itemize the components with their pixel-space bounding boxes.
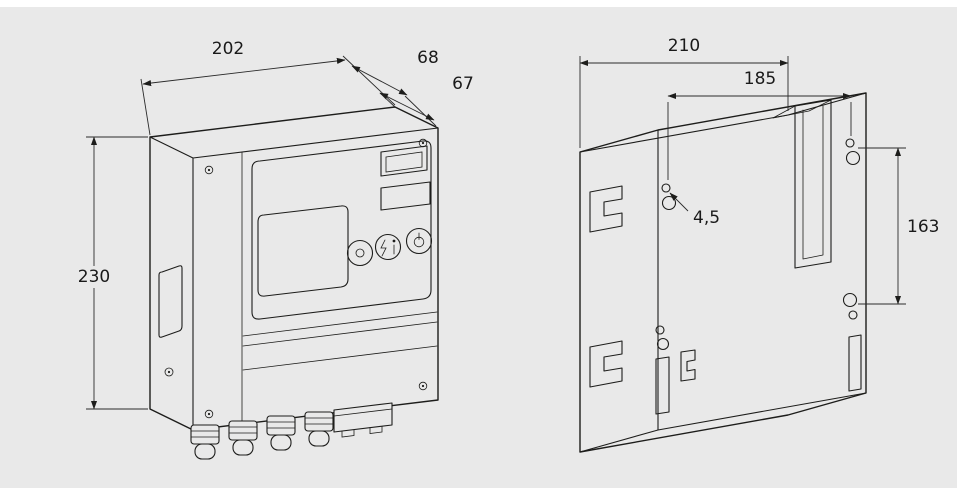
back-view: 210 185 163 4,5 <box>579 36 939 453</box>
hook-tab <box>680 349 696 382</box>
flash-info-icon <box>380 239 396 257</box>
status-display-window <box>385 151 423 173</box>
bottom-margin-band <box>0 488 957 500</box>
dimension-hole-spacing-vertical: 163 <box>858 147 939 305</box>
mounting-clip-top <box>589 185 623 233</box>
corner-screws <box>204 138 428 419</box>
dim-depth-outer-label: 68 <box>417 48 439 68</box>
cable-gland <box>190 424 220 460</box>
leader-line <box>669 192 689 212</box>
dim-depth-housing-label: 67 <box>452 74 474 94</box>
lcd-display <box>257 205 349 297</box>
power-icon <box>413 232 425 248</box>
side-label-slot <box>158 265 183 338</box>
dimension-overall-width: 210 <box>579 36 789 148</box>
front-view: 230 202 68 67 <box>71 39 474 460</box>
mounting-hole-small <box>848 310 858 320</box>
mounting-hole-large <box>842 292 858 308</box>
mounting-hole-large <box>845 150 861 166</box>
cable-gland <box>266 415 296 451</box>
corner-screw <box>204 409 214 419</box>
power-button <box>405 227 433 255</box>
type-label-window <box>380 181 431 211</box>
top-margin-band <box>0 0 957 7</box>
mounting-clip-bottom <box>589 340 623 388</box>
conduit-block <box>333 402 393 438</box>
mounting-hole-small <box>655 325 665 335</box>
control-panel <box>251 140 432 320</box>
mounting-hole-small <box>661 183 671 193</box>
cable-gland <box>228 420 258 456</box>
cable-channel <box>772 99 832 269</box>
mounting-hole-large <box>661 195 677 211</box>
mounting-holes <box>655 138 861 351</box>
dim-hole-spacing-vertical-label: 163 <box>907 217 939 237</box>
dim-overall-width-label: 210 <box>668 36 700 56</box>
slot-bottom-left <box>655 356 670 415</box>
dimension-line <box>142 57 346 87</box>
corner-screw <box>418 138 428 148</box>
corner-screw <box>418 381 428 391</box>
side-screw <box>164 367 174 377</box>
reset-dot-icon <box>355 248 365 258</box>
corner-screw <box>204 165 214 175</box>
lower-cover-seams <box>242 311 438 371</box>
dim-width-label: 202 <box>212 39 244 59</box>
info-button <box>374 233 402 261</box>
rear-housing-edges <box>579 92 867 453</box>
dimension-hole-spacing-horizontal: 185 <box>667 69 852 180</box>
mounting-hole-large <box>656 337 670 351</box>
cable-glands <box>190 411 334 460</box>
dimension-line <box>379 92 435 121</box>
cable-gland <box>304 411 334 447</box>
dimension-height: 230 <box>71 136 148 410</box>
housing-edges <box>149 127 439 431</box>
extension-lines <box>379 92 396 108</box>
dimension-line <box>351 65 408 96</box>
dim-height-label: 230 <box>78 267 110 287</box>
dimension-hole-diameter: 4,5 <box>669 192 720 228</box>
reset-button <box>346 239 374 267</box>
dim-hole-diameter-label: 4,5 <box>693 208 720 228</box>
extension-lines <box>667 102 852 180</box>
status-display <box>380 145 428 177</box>
dim-hole-spacing-horizontal-label: 185 <box>744 69 776 89</box>
dimension-depth-housing: 67 <box>379 74 474 121</box>
mounting-hole-small <box>845 138 855 148</box>
slot-bottom-right <box>848 334 862 392</box>
